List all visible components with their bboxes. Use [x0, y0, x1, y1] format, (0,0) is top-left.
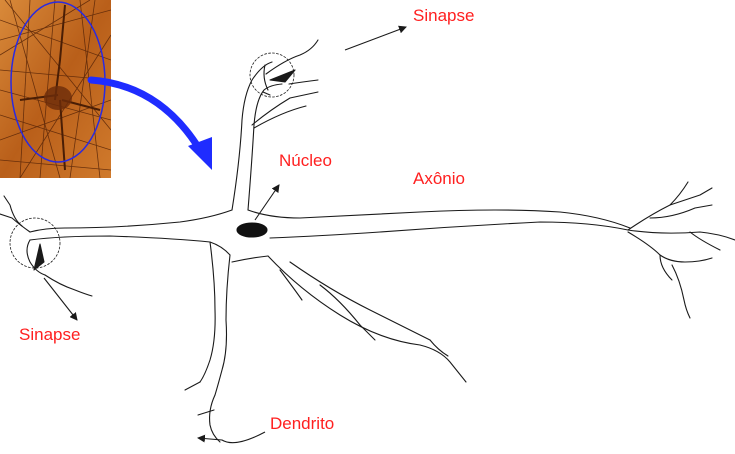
synapse-left-circle — [10, 218, 60, 268]
photo-soma — [44, 86, 72, 110]
label-dendrite: Dendrito — [270, 415, 334, 432]
label-nucleus: Núcleo — [279, 152, 332, 169]
nucleus-ellipse — [237, 223, 267, 237]
label-axon: Axônio — [413, 170, 465, 187]
label-synapse-left: Sinapse — [19, 326, 80, 343]
arrow-synapse-top — [345, 27, 406, 50]
label-synapse-top: Sinapse — [413, 7, 474, 24]
arrow-dendrite — [198, 432, 265, 443]
micrograph-photo — [0, 0, 111, 178]
